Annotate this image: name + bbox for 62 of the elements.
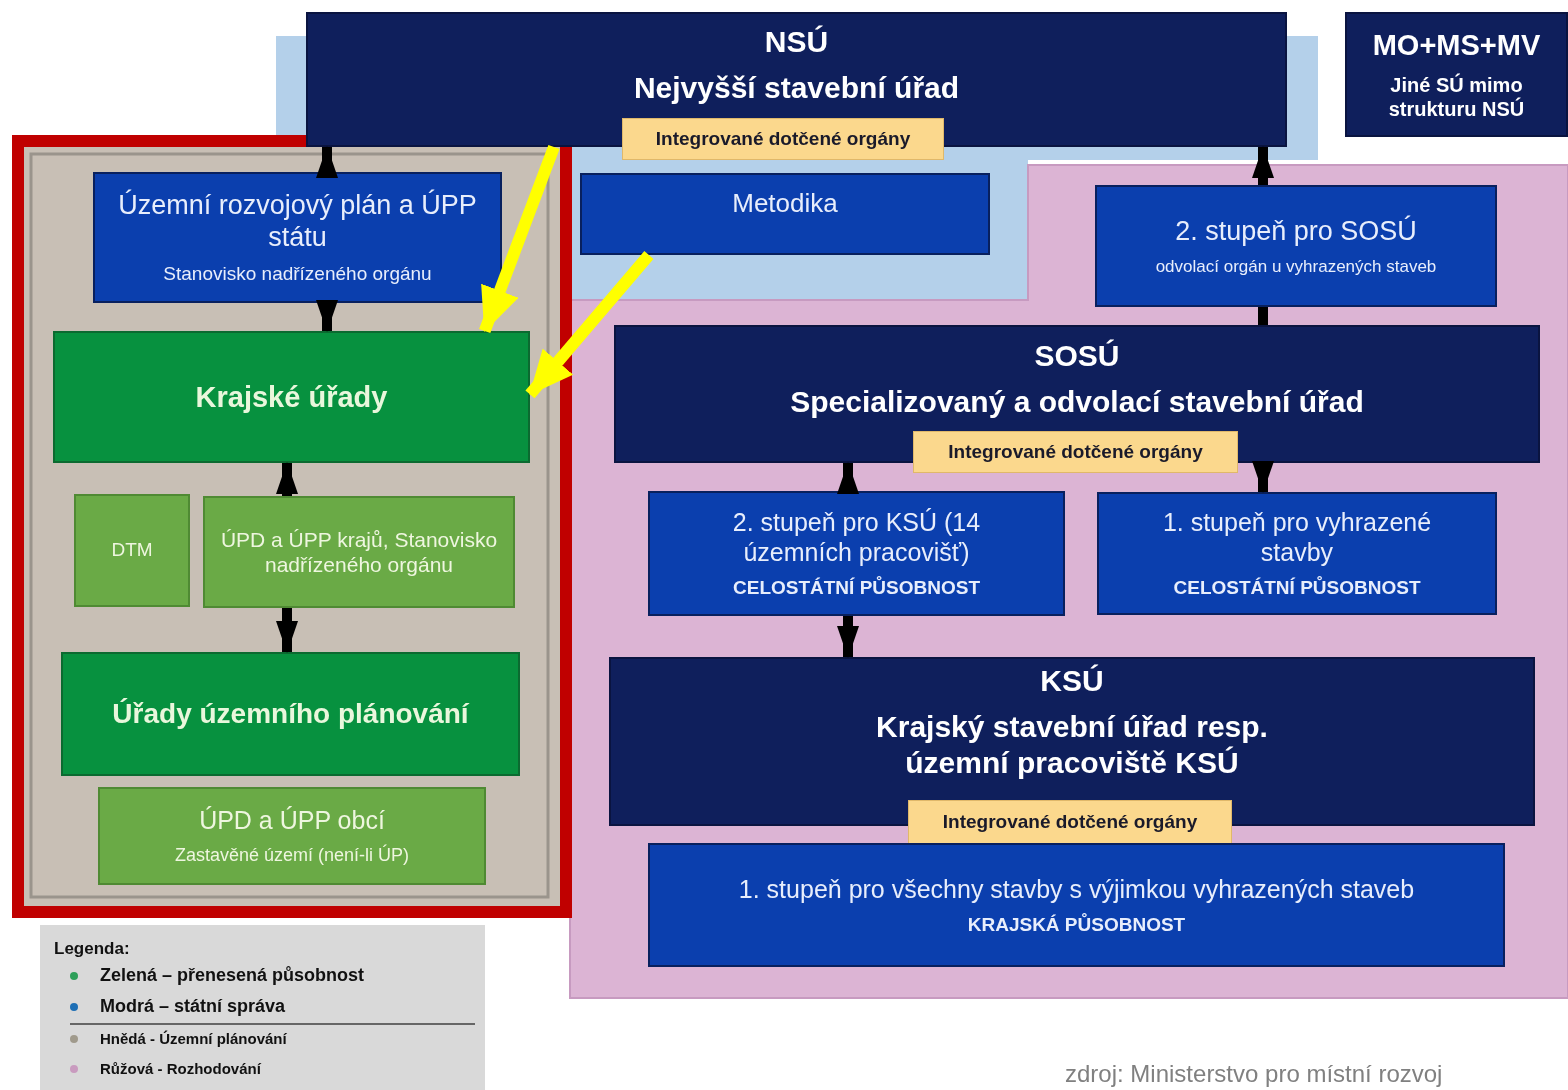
box-title: 2. stupeň pro SOSÚ xyxy=(1175,214,1417,247)
block-arrow xyxy=(1252,146,1274,185)
legend-text: Zelená – přenesená působnost xyxy=(100,965,365,986)
process-box xyxy=(648,843,1505,967)
office-box xyxy=(614,325,1540,463)
source-note: zdroj: Ministerstvo pro místní rozvoj xyxy=(1065,1060,1443,1088)
process-box xyxy=(74,494,190,607)
block-arrow xyxy=(1252,461,1274,493)
office-box xyxy=(1345,12,1568,137)
highlight-arrow xyxy=(479,144,560,334)
box-subtitle: Jiné SÚ mimo strukturu NSÚ xyxy=(1387,72,1526,121)
box-title: SOSÚ xyxy=(1034,338,1120,374)
office-box xyxy=(53,331,530,463)
legend-text: Hnědá - Územní plánování xyxy=(100,1030,287,1047)
tag-box xyxy=(908,800,1232,845)
process-box xyxy=(580,173,990,255)
box-title: Integrované dotčené orgány xyxy=(942,811,1198,834)
tag-box xyxy=(913,431,1238,473)
box-title: Metodika xyxy=(732,188,838,220)
box-title: Integrované dotčené orgány xyxy=(655,127,911,151)
box-subtitle: Nejvyšší stavební úřad xyxy=(633,69,960,106)
process-box xyxy=(648,491,1065,616)
box-subtitle: KRAJSKÁ PŮSOBNOST xyxy=(967,913,1186,937)
process-box xyxy=(98,787,486,885)
box-title: 1. stupeň pro vyhrazené stavby xyxy=(1161,507,1433,568)
process-box xyxy=(1097,492,1497,615)
box-title: ÚPD a ÚPP obcí xyxy=(199,805,385,836)
block-arrow xyxy=(276,462,298,496)
box-title: NSÚ xyxy=(764,23,829,60)
box-title: Úřady územního plánování xyxy=(112,697,469,731)
box-subtitle: odvolací orgán u vyhrazených staveb xyxy=(1155,257,1437,278)
block-arrow xyxy=(837,462,859,494)
box-title: Územní rozvojový plán a ÚPP státu xyxy=(117,188,478,254)
highlight-arrow xyxy=(525,251,654,399)
box-title: 2. stupeň pro KSÚ (14 územních pracovišť) xyxy=(731,507,982,568)
block-arrow xyxy=(316,146,338,178)
block-arrow xyxy=(837,616,859,658)
box-subtitle: Zastavěné území (není-li ÚP) xyxy=(174,845,410,867)
box-title: KSÚ xyxy=(1040,662,1104,699)
block-arrow xyxy=(316,300,338,332)
tag-box xyxy=(622,118,944,160)
box-subtitle: Specializovaný a odvolací stavební úřad xyxy=(790,384,1364,420)
box-title: Krajské úřady xyxy=(195,379,388,415)
block-arrow xyxy=(276,608,298,653)
box-subtitle: Stanovisko nadřízeného orgánu xyxy=(163,263,432,287)
box-title: ÚPD a ÚPP krajů, Stanovisko nadřízeného orgánu xyxy=(219,526,499,578)
box-title: Integrované dotčené orgány xyxy=(948,440,1203,464)
box-subtitle: CELOSTÁTNÍ PŮSOBNOST xyxy=(1173,577,1421,600)
office-box xyxy=(61,652,520,776)
connector-line xyxy=(1258,307,1268,325)
office-box xyxy=(306,12,1287,147)
box-subtitle: CELOSTÁTNÍ PŮSOBNOST xyxy=(733,577,980,600)
process-box xyxy=(93,172,502,303)
box-title: MO+MS+MV xyxy=(1372,28,1541,63)
process-box xyxy=(1095,185,1497,307)
box-subtitle: Krajský stavební úřad resp. územní pracoviště KSÚ xyxy=(875,708,1269,781)
box-title: 1. stupeň pro všechny stavby s výjimkou vyhrazených staveb xyxy=(738,873,1415,904)
process-box xyxy=(203,496,515,608)
legend-text: Růžová - Rozhodování xyxy=(100,1060,261,1077)
legend-title: Legenda: xyxy=(54,939,130,959)
legend-text: Modrá – státní správa xyxy=(100,996,286,1017)
box-title: DTM xyxy=(111,539,153,562)
